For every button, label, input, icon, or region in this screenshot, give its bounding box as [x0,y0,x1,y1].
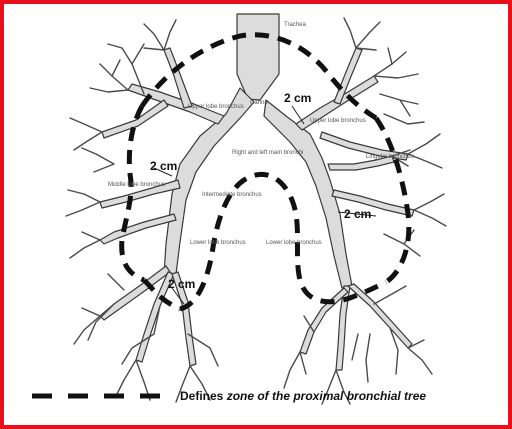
measure-bottom-left: 2 cm [168,277,195,291]
trachea-shape [237,14,279,100]
label-upper-lobe-right: Upper lobe bronchus [310,118,366,124]
legend-text-prefix: Defines [180,389,227,403]
measure-top-right: 2 cm [284,91,311,105]
measure-mid-right: 2 cm [344,207,371,221]
label-carina: Carina [250,100,268,106]
bronchial-tree-diagram: Trachea Carina Upper lobe bronchus Upper… [4,4,508,425]
legend: Defines zone of the proximal bronchial t… [32,389,426,403]
label-middle-lobe: Middle lobe bronchus [108,182,165,188]
label-upper-lobe-left: Upper lobe bronchus [188,104,244,110]
label-intermediate: Intermediate bronchus [202,192,262,198]
legend-text-italic: zone of the proximal bronchial tree [226,389,427,403]
label-lingular: Lingular bronchus [366,154,414,160]
label-lower-lobe-right: Lower lobe bronchus [266,240,322,246]
zone-arc-right [376,118,409,282]
label-main-bronchi: Right and left main bronchi [232,150,303,156]
label-trachea: Trachea [284,22,306,28]
legend-text: Defines zone of the proximal bronchial t… [180,389,426,403]
measure-mid-left: 2 cm [150,159,177,173]
label-lower-lobe-left: Lower lobe bronchus [190,240,246,246]
